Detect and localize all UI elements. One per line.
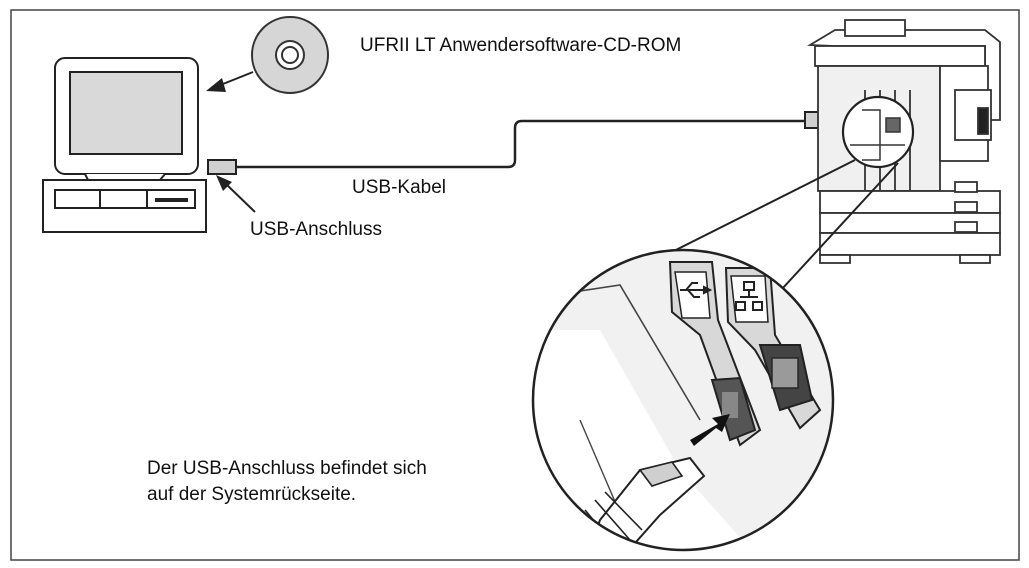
usb-location-note: Der USB-Anschluss befindet sich auf der … (147, 456, 427, 507)
cd-arrow (206, 71, 254, 92)
computer-icon (42, 57, 237, 233)
usb-cable-line (236, 119, 805, 169)
usb-cable-label: USB-Kabel (352, 177, 446, 198)
usb-icon (680, 282, 713, 298)
printer-icon (806, 19, 1001, 264)
cd-rom-icon (251, 16, 329, 94)
usb-port-label: USB-Anschluss (250, 219, 382, 240)
cd-rom-label: UFRII LT Anwendersoftware-CD-ROM (360, 35, 682, 56)
usb-location-note-line2: auf der Systemrückseite. (147, 483, 357, 505)
zoom-source-detail (850, 109, 905, 161)
network-icon (735, 281, 763, 311)
usb-port-arrow (216, 175, 256, 213)
usb-location-note-line1: Der USB-Anschluss befindet sich (147, 458, 427, 479)
diagram-frame (10, 9, 1020, 561)
zoom-line-right (769, 162, 899, 303)
zoom-circle-border (531, 248, 835, 552)
zoom-source-circle (841, 95, 915, 169)
